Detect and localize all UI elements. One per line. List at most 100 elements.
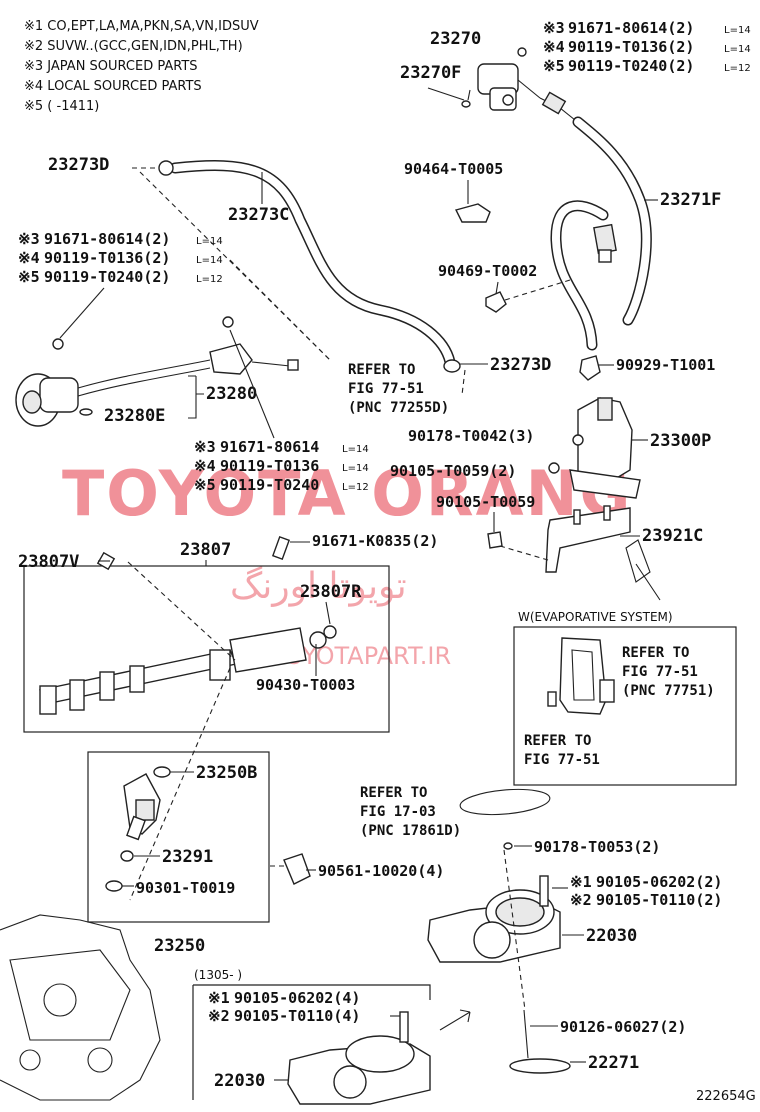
bolt-group-mid: ※3 91671-80614 L=14 ※4 90119-T0136 L=14 … <box>194 329 369 494</box>
bolt-mark: ※3 <box>194 438 216 456</box>
bolt-len: L=12 <box>196 274 223 285</box>
bolt-mark: ※4 <box>194 457 216 475</box>
bolt-pn: 91671-80614(2) <box>44 230 170 248</box>
canister-23300p-drawing <box>548 397 641 499</box>
ref4-line2: FIG 17-03 <box>360 804 436 820</box>
bolt-mark: ※4 <box>18 249 40 267</box>
ref3-line2: FIG 77-51 <box>524 752 600 768</box>
bolt-group-throttle: ※1 90105-06202(2) ※2 90105-T0110(2) <box>552 873 722 909</box>
bolt-mark: ※2 <box>570 891 592 909</box>
hose-23271f-drawing <box>550 116 652 351</box>
bolt-len: L=14 <box>342 444 369 455</box>
label-90929: 90929-T1001 <box>616 356 715 374</box>
leader-lines-top <box>132 167 571 396</box>
label-91671-k0835: 91671-K0835(2) <box>312 532 438 550</box>
bolt-mark: ※4 <box>543 38 565 56</box>
label-23921c: 23921C <box>642 526 703 546</box>
part-labels: 23270 23270F ※3 91671-80614(2) L=14 ※4 9… <box>18 19 756 1104</box>
bolt-mark: ※2 <box>208 1007 230 1025</box>
label-22271: 22271 <box>588 1053 639 1073</box>
bolt-len: L=14 <box>342 463 369 474</box>
label-90126: 90126-06027(2) <box>560 1018 686 1036</box>
label-90464: 90464-T0005 <box>404 160 503 178</box>
label-90430: 90430-T0003 <box>256 676 355 694</box>
label-23807r: 23807R <box>300 582 362 602</box>
bolt-pn: 91671-80614 <box>220 438 319 456</box>
label-23250b: 23250B <box>196 763 257 783</box>
note-2: ※2 SUVW..(GCC,GEN,IDN,PHL,TH) <box>24 39 243 54</box>
label-22030-bottom: 22030 <box>214 1071 265 1091</box>
label-23280: 23280 <box>206 384 257 404</box>
ref3-line1: REFER TO <box>524 733 591 749</box>
bolt-group-top-right: ※3 91671-80614(2) L=14 ※4 90119-T0136(2)… <box>543 19 751 75</box>
bolt-mark: ※5 <box>543 57 565 75</box>
evap-system-frame <box>513 626 737 786</box>
label-23273d-mid: 23273D <box>490 355 551 375</box>
bolt-pn: 90105-06202(4) <box>234 989 360 1007</box>
bolt-pn: 90119-T0136(2) <box>568 38 694 56</box>
bolt-pn: 90119-T0240 <box>220 476 319 494</box>
label-90105-t0059: 90105-T0059 <box>436 493 535 511</box>
note-1: ※1 CO,EPT,LA,MA,PKN,SA,VN,IDSUV <box>24 19 259 34</box>
bolt-mark: ※5 <box>18 268 40 286</box>
bolt-pn: 91671-80614(2) <box>568 19 694 37</box>
label-23280e: 23280E <box>104 406 165 426</box>
bracket-23921c-drawing <box>487 505 661 601</box>
ref1-line1: REFER TO <box>348 362 415 378</box>
bolt-mark: ※1 <box>570 873 592 891</box>
label-23807: 23807 <box>180 540 231 560</box>
bottom-frame <box>192 984 431 1100</box>
purge-vsv-23280-drawing <box>15 316 299 427</box>
bolt-len: L=14 <box>196 255 223 266</box>
ref2-line1: REFER TO <box>622 645 689 661</box>
throttle-body-22030-drawing <box>427 788 571 1074</box>
bolt-len: L=14 <box>724 25 751 36</box>
label-22030-right: 22030 <box>586 926 637 946</box>
bolt-pn: 90119-T0136 <box>220 457 319 475</box>
watermark: TOYOTA ORANG تویوتا اورنگ TOYOTAPART.IR <box>62 457 632 670</box>
label-23273c: 23273C <box>228 205 289 225</box>
label-23271f: 23271F <box>660 190 721 210</box>
clips-drawing <box>454 203 601 381</box>
label-90469: 90469-T0002 <box>438 262 537 280</box>
label-23273d-top: 23273D <box>48 155 109 175</box>
throttle-body-bottom-drawing <box>287 1011 431 1105</box>
label-90178-t0053: 90178-T0053(2) <box>534 838 660 856</box>
bolt-pn: 90119-T0240(2) <box>44 268 170 286</box>
label-23270f: 23270F <box>400 63 461 83</box>
engine-silhouette <box>0 914 161 1101</box>
watermark-persian: تویوتا اورنگ <box>230 565 407 607</box>
ref4-line1: REFER TO <box>360 785 427 801</box>
label-90178-t0042: 90178-T0042(3) <box>408 427 534 445</box>
watermark-brand: TOYOTA ORANG <box>62 457 632 530</box>
leader-lines-mid <box>127 561 284 901</box>
bolt-len: L=14 <box>724 44 751 55</box>
notes-legend: ※1 CO,EPT,LA,MA,PKN,SA,VN,IDSUV ※2 SUVW.… <box>24 19 259 114</box>
label-23291: 23291 <box>162 847 213 867</box>
label-23300p: 23300P <box>650 431 711 451</box>
bolt-pn: 90105-06202(2) <box>596 873 722 891</box>
bolt-mark: ※1 <box>208 989 230 1007</box>
ref2-line3: (PNC 77751) <box>622 683 715 699</box>
fuel-rail-23807-drawing <box>39 535 337 715</box>
ref4-line3: (PNC 17861D) <box>360 823 461 839</box>
injector-23250-drawing <box>105 766 311 892</box>
note-4: ※4 LOCAL SOURCED PARTS <box>24 79 202 94</box>
bottom-range: (1305- ) <box>194 968 242 982</box>
evap-module-drawing <box>547 637 615 715</box>
bolt-mark: ※3 <box>543 19 565 37</box>
figure-id: 222654G <box>696 1089 756 1104</box>
bolt-pn: 90105-T0110(2) <box>596 891 722 909</box>
bolt-pn: 90105-T0110(4) <box>234 1007 360 1025</box>
label-23807v: 23807V <box>18 552 79 572</box>
vsv-23270-drawing <box>461 47 576 121</box>
label-90301: 90301-T0019 <box>136 879 235 897</box>
ref2-line2: FIG 77-51 <box>622 664 698 680</box>
note-3: ※3 JAPAN SOURCED PARTS <box>24 59 198 74</box>
bolt-pn: 90119-T0136(2) <box>44 249 170 267</box>
bolt-len: L=12 <box>342 482 369 493</box>
bolt-pn: 90119-T0240(2) <box>568 57 694 75</box>
label-90561: 90561-10020(4) <box>318 862 444 880</box>
